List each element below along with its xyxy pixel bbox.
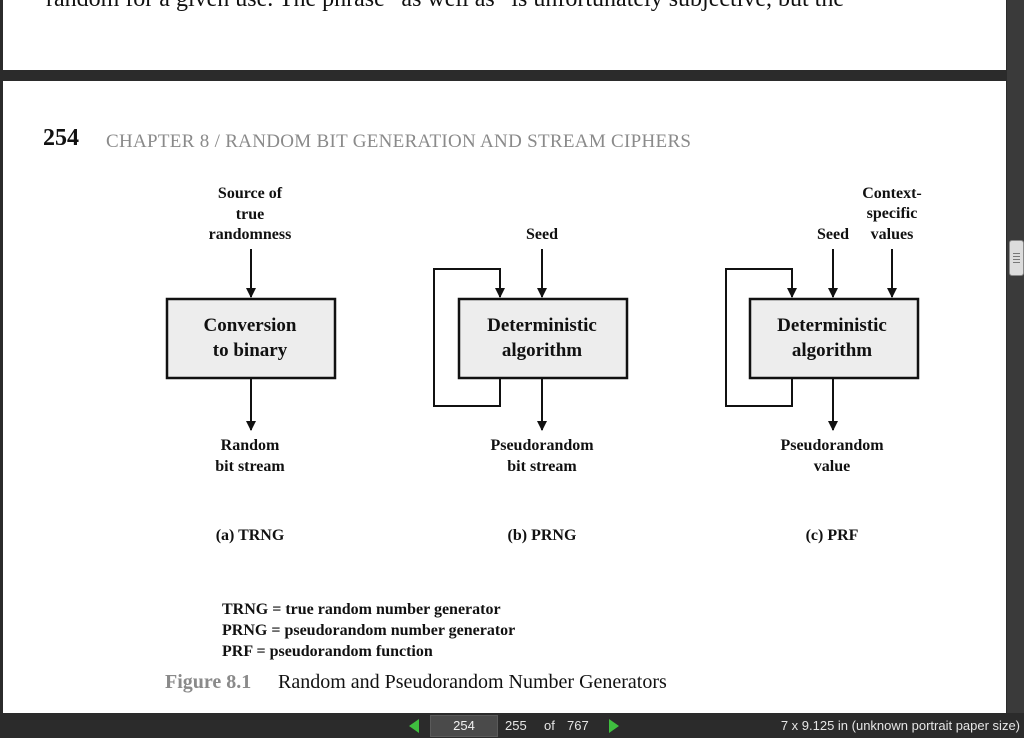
prng-box [457, 297, 629, 380]
trng-input-line-1: Source of [218, 185, 283, 202]
prf-context-line-3: values [871, 226, 914, 243]
trng-box [165, 297, 337, 380]
prng-box-line-2: algorithm [502, 340, 582, 361]
prf-box-line-1: Deterministic [777, 315, 887, 336]
previous-page-text: random for a given use. The phrase “as w… [46, 0, 844, 13]
prf-box [748, 297, 920, 380]
prng-output-line-2: bit stream [507, 458, 577, 475]
trng-output-line-1: Random [221, 437, 280, 454]
prf-output-line-1: Pseudorandom [780, 437, 884, 454]
previous-page-icon[interactable] [409, 719, 419, 733]
prng-label: (b) PRNG [508, 527, 577, 544]
trng-box-line-2: to binary [213, 340, 288, 361]
prf-feedback-arrow [725, 268, 797, 407]
legend-trng: TRNG = true random number generator [222, 601, 501, 618]
next-page-icon[interactable] [609, 719, 619, 733]
prf-box-line-2: algorithm [792, 340, 872, 361]
trng-input-line-3: randomness [209, 226, 292, 243]
scrollbar-thumb[interactable] [1009, 240, 1024, 276]
prf-context-line-2: specific [867, 205, 918, 222]
prf-output-line-2: value [814, 458, 850, 475]
total-pages: 767 [567, 718, 589, 733]
document-page: 254 CHAPTER 8 / RANDOM BIT GENERATION AN… [3, 81, 1006, 713]
prng-seed-label: Seed [526, 226, 558, 243]
prng-box-line-1: Deterministic [487, 315, 597, 336]
previous-page: random for a given use. The phrase “as w… [3, 0, 1006, 70]
trng-output-line-2: bit stream [215, 458, 285, 475]
figure-caption-text: Random and Pseudorandom Number Generator… [278, 671, 667, 693]
figure-caption-number: Figure 8.1 [165, 671, 252, 693]
prf-context-line-1: Context- [862, 185, 922, 202]
legend-prng: PRNG = pseudorandom number generator [222, 622, 515, 639]
prng-output-line-1: Pseudorandom [490, 437, 594, 454]
prf-label: (c) PRF [806, 527, 859, 544]
prng-feedback-arrow [433, 268, 505, 407]
next-page-number: 255 [505, 718, 527, 733]
running-header: CHAPTER 8 / RANDOM BIT GENERATION AND ST… [106, 131, 692, 152]
vertical-scrollbar[interactable] [1007, 0, 1024, 713]
legend-prf: PRF = pseudorandom function [222, 643, 433, 660]
trng-input-line-2: true [236, 206, 264, 223]
paper-size-label: 7 x 9.125 in (unknown portrait paper siz… [780, 718, 1020, 733]
prf-seed-label: Seed [817, 226, 849, 243]
bottom-toolbar: 255 of 767 7 x 9.125 in (unknown portrai… [0, 713, 1024, 738]
page-of-label: of [544, 718, 555, 733]
current-page-input[interactable] [430, 715, 498, 737]
figure-diagram: Source of true randomness Conversion to … [165, 185, 922, 660]
trng-label: (a) TRNG [216, 527, 285, 544]
trng-box-line-1: Conversion [204, 315, 297, 336]
page-number: 254 [43, 125, 79, 151]
